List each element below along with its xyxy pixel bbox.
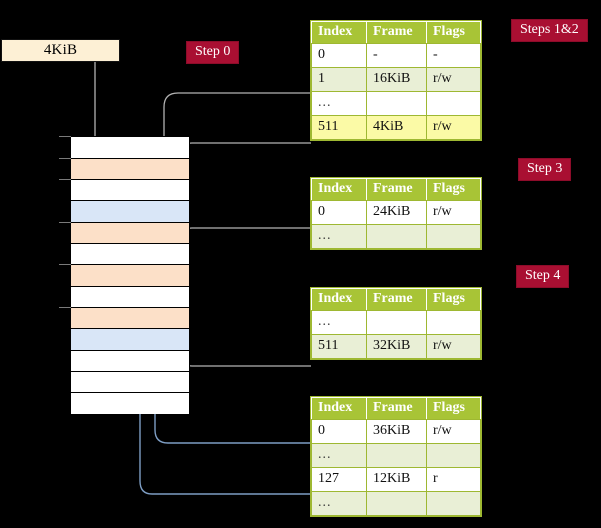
column-header-frame: Frame	[366, 397, 427, 420]
cell-frame: 24KiB	[366, 200, 427, 225]
memory-tick	[59, 136, 71, 137]
cell-index: 511	[311, 334, 367, 359]
cell-flags: -	[426, 43, 481, 68]
page-table-level-1: Index Frame Flags 0 - - 1 16KiB r/w ...	[311, 21, 481, 140]
table-row: 0 - -	[311, 43, 481, 68]
table-header-row: Index Frame Flags	[311, 397, 481, 420]
badge-step-3: Step 3	[518, 158, 572, 182]
table-row-highlighted: 511 4KiB r/w	[311, 115, 481, 140]
table-row: 511 32KiB r/w	[311, 334, 481, 359]
memory-tick	[59, 158, 71, 159]
table-header-row: Index Frame Flags	[311, 288, 481, 311]
cell-frame: 32KiB	[366, 334, 427, 359]
cell-flags: r/w	[426, 200, 481, 225]
badge-steps-1-and-2: Steps 1&2	[511, 19, 588, 43]
source-frame-box: 4KiB	[1, 39, 120, 62]
cell-index: ...	[311, 224, 367, 249]
table-row: 0 36KiB r/w	[311, 419, 481, 444]
cell-frame	[366, 491, 427, 516]
page-table-level-3: Index Frame Flags ... 511 32KiB r/w	[311, 288, 481, 359]
cell-flags: r/w	[426, 419, 481, 444]
page-table-level-2: Index Frame Flags 0 24KiB r/w ...	[311, 178, 481, 249]
memory-tick	[59, 179, 71, 180]
cell-index: 0	[311, 419, 367, 444]
cell-flags	[426, 443, 481, 468]
table-header-row: Index Frame Flags	[311, 178, 481, 201]
cell-index: ...	[311, 310, 367, 335]
column-header-frame: Frame	[366, 178, 427, 201]
table-row: ...	[311, 224, 481, 249]
cell-index: ...	[311, 91, 367, 116]
cell-frame: 36KiB	[366, 419, 427, 444]
memory-tick	[59, 222, 71, 223]
cell-frame	[366, 310, 427, 335]
table-row: 0 24KiB r/w	[311, 200, 481, 225]
memory-row	[71, 223, 189, 244]
memory-row	[71, 265, 189, 287]
memory-row	[71, 351, 189, 372]
memory-row	[71, 372, 189, 393]
cell-flags: r/w	[426, 334, 481, 359]
source-frame-label: 4KiB	[43, 42, 78, 58]
cell-frame	[366, 224, 427, 249]
badge-step-4-label: Step 4	[525, 268, 561, 283]
table-row: ...	[311, 443, 481, 468]
memory-row	[71, 244, 189, 265]
cell-flags	[426, 224, 481, 249]
cell-index: 0	[311, 200, 367, 225]
column-header-index: Index	[311, 21, 367, 44]
cell-flags	[426, 310, 481, 335]
column-header-index: Index	[311, 178, 367, 201]
column-header-index: Index	[311, 288, 367, 311]
table-row: 1 16KiB r/w	[311, 67, 481, 92]
memory-row	[71, 159, 189, 180]
badge-step-0: Step 0	[186, 41, 240, 65]
cell-frame	[366, 91, 427, 116]
column-header-frame: Frame	[366, 288, 427, 311]
column-header-index: Index	[311, 397, 367, 420]
column-header-flags: Flags	[426, 178, 481, 201]
column-header-flags: Flags	[426, 21, 481, 44]
column-header-frame: Frame	[366, 21, 427, 44]
memory-row	[71, 329, 189, 351]
table-row: 127 12KiB r	[311, 467, 481, 492]
cell-frame	[366, 443, 427, 468]
cell-frame: 4KiB	[366, 115, 427, 140]
cell-index: 1	[311, 67, 367, 92]
cell-flags: r/w	[426, 115, 481, 140]
cell-flags	[426, 91, 481, 116]
cell-flags	[426, 491, 481, 516]
memory-row	[71, 180, 189, 201]
page-table-level-4: Index Frame Flags 0 36KiB r/w ... 127 12…	[311, 397, 481, 516]
memory-tick	[59, 307, 71, 308]
memory-row	[71, 308, 189, 329]
column-header-flags: Flags	[426, 397, 481, 420]
badge-step-0-label: Step 0	[195, 44, 231, 59]
memory-row	[71, 201, 189, 223]
memory-tick	[59, 264, 71, 265]
memory-row	[71, 287, 189, 308]
badge-step-4: Step 4	[516, 265, 570, 289]
cell-frame: -	[366, 43, 427, 68]
badge-steps-1-and-2-label: Steps 1&2	[520, 22, 579, 37]
memory-row	[71, 393, 189, 414]
cell-index: ...	[311, 443, 367, 468]
table-row: ...	[311, 91, 481, 116]
cell-flags: r/w	[426, 67, 481, 92]
table-row: ...	[311, 310, 481, 335]
cell-flags: r	[426, 467, 481, 492]
table-row: ...	[311, 491, 481, 516]
memory-row	[71, 137, 189, 159]
column-header-flags: Flags	[426, 288, 481, 311]
cell-index: 0	[311, 43, 367, 68]
cell-index: 127	[311, 467, 367, 492]
physical-memory-column	[70, 136, 190, 414]
cell-frame: 12KiB	[366, 467, 427, 492]
table-header-row: Index Frame Flags	[311, 21, 481, 44]
cell-index: ...	[311, 491, 367, 516]
badge-step-3-label: Step 3	[527, 161, 563, 176]
cell-index: 511	[311, 115, 367, 140]
cell-frame: 16KiB	[366, 67, 427, 92]
